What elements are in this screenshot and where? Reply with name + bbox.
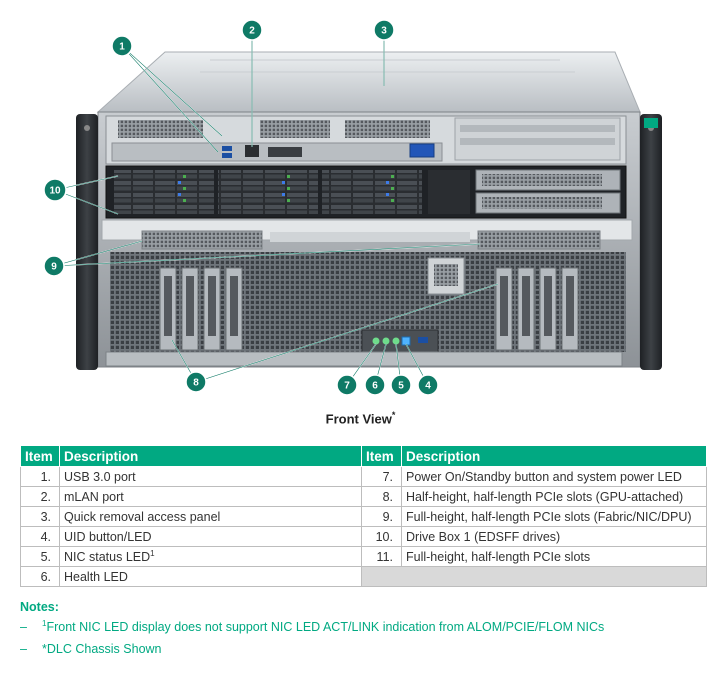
callout-5: 5 [390,374,412,396]
notes-section: Notes: –1Front NIC LED display does not … [20,600,710,664]
item-description: Quick removal access panel [59,506,362,527]
table-row: 6. Health LED [20,566,707,587]
svg-text:2: 2 [249,26,255,37]
figure-caption: Front View* [325,410,396,427]
item-description: Full-height, half-length PCIe slots (Fab… [401,506,707,527]
table-row: 4. UID button/LED 10. Drive Box 1 (EDSFF… [20,526,707,547]
footnote-marker: 1 [42,618,47,628]
item-description: NIC status LED1 [59,546,362,567]
callout-3: 3 [373,19,395,41]
empty-cell [361,566,707,587]
svg-text:6: 6 [372,381,378,392]
item-description: USB 3.0 port [59,466,362,487]
server-front-view-illustration: 1 2 3 4 5 6 7 8 9 10 [43,19,662,396]
svg-text:1: 1 [119,42,125,53]
callout-10: 10 [43,178,67,202]
item-number: 10. [361,526,402,547]
callout-9: 9 [43,255,65,277]
header-item-left: Item [20,445,60,467]
callout-6: 6 [364,374,386,396]
item-number: 2. [20,486,60,507]
svg-text:8: 8 [193,378,199,389]
item-description: UID button/LED [59,526,362,547]
item-description: Full-height, half-length PCIe slots [401,546,707,567]
table-row: 3. Quick removal access panel 9. Full-he… [20,506,707,527]
footnote-marker: 1 [150,548,155,558]
component-legend-table: Item Description Item Description 1. USB… [20,445,707,587]
item-number: 7. [361,466,402,487]
item-number: 11. [361,546,402,567]
item-number: 9. [361,506,402,527]
header-item-right: Item [361,445,402,467]
note-item: –1Front NIC LED display does not support… [20,618,605,634]
svg-text:7: 7 [344,381,350,392]
table-header-row: Item Description Item Description [20,445,707,467]
svg-text:5: 5 [398,381,404,392]
callout-2: 2 [241,19,263,41]
item-number: 8. [361,486,402,507]
header-description-right: Description [401,445,707,467]
item-number: 1. [20,466,60,487]
header-description-left: Description [59,445,362,467]
item-number: 5. [20,546,60,567]
svg-text:10: 10 [49,186,61,197]
item-description: Power On/Standby button and system power… [401,466,707,487]
svg-text:4: 4 [425,381,431,392]
table-row: 2. mLAN port 8. Half-height, half-length… [20,486,707,507]
note-item: –*DLC Chassis Shown [20,642,162,656]
callout-4: 4 [417,374,439,396]
callout-7: 7 [336,374,358,396]
callout-8: 8 [185,371,207,393]
item-description: Half-height, half-length PCIe slots (GPU… [401,486,707,507]
callout-1: 1 [111,35,133,57]
table-row: 5. NIC status LED1 11. Full-height, half… [20,546,707,567]
item-description: Drive Box 1 (EDSFF drives) [401,526,707,547]
item-number: 4. [20,526,60,547]
item-description: mLAN port [59,486,362,507]
item-number: 3. [20,506,60,527]
table-row: 1. USB 3.0 port 7. Power On/Standby butt… [20,466,707,487]
svg-text:9: 9 [51,262,57,273]
svg-text:3: 3 [381,26,387,37]
item-number: 6. [20,566,60,587]
item-description: Health LED [59,566,362,587]
notes-title: Notes: [20,600,59,614]
